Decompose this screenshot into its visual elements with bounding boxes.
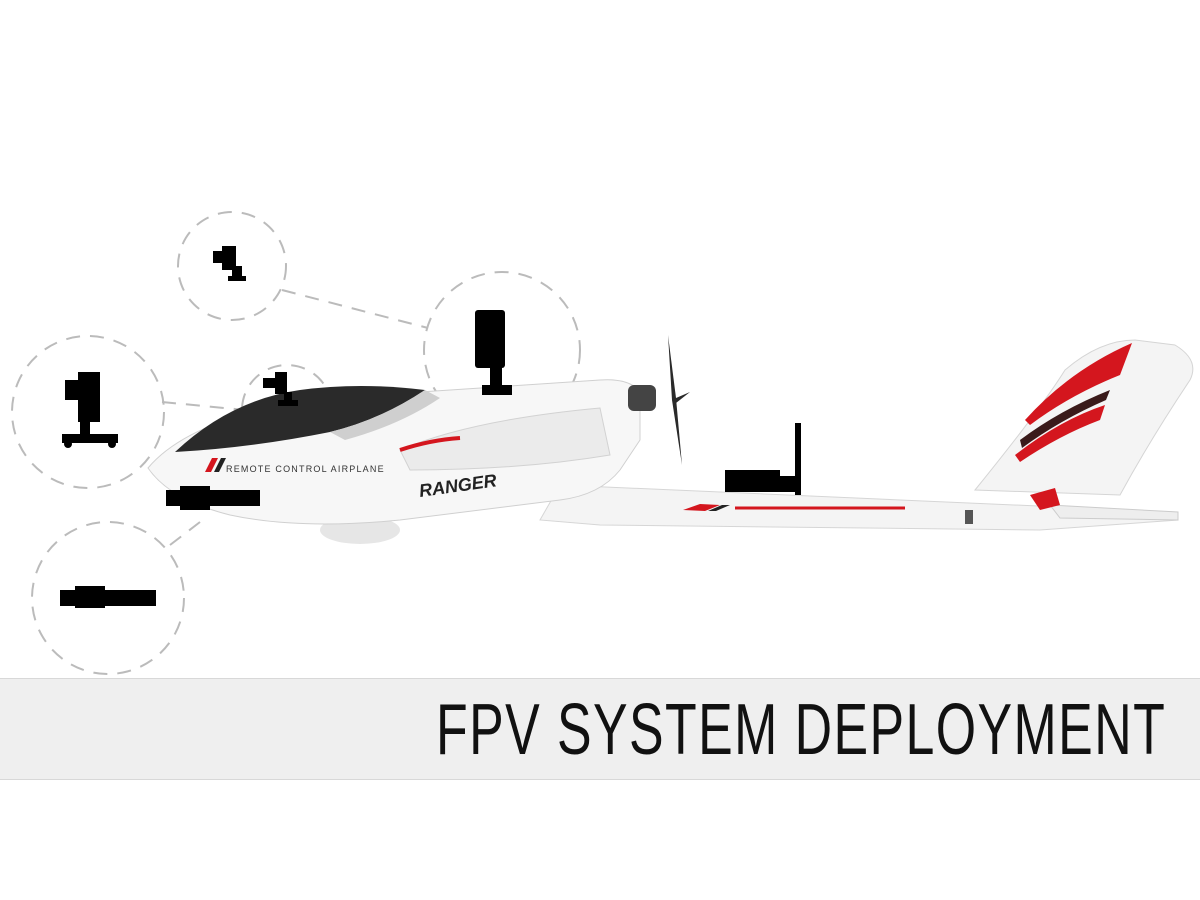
title-banner: FPV SYSTEM DEPLOYMENT: [0, 678, 1200, 780]
underside-camera-icon: [166, 486, 260, 510]
callout-circle-nose: [11, 335, 165, 489]
video-transmitter-antenna-icon: [725, 423, 801, 495]
airplane: [147, 335, 1194, 544]
action-camera-icon: [213, 246, 246, 281]
callout-circle-top-left: [177, 211, 287, 321]
nose-gimbal-camera-icon: [62, 372, 118, 448]
gimbal-camera-icon: [475, 310, 512, 395]
underside-camera-callout-icon: [60, 586, 156, 608]
callout-circle-underside: [31, 521, 185, 675]
fuselage-label: REMOTE CONTROL AIRPLANE: [226, 464, 385, 474]
banner-title: FPV SYSTEM DEPLOYMENT: [435, 690, 1166, 770]
cockpit-camera-icon: [263, 372, 298, 406]
callout-connectors: [161, 289, 429, 546]
